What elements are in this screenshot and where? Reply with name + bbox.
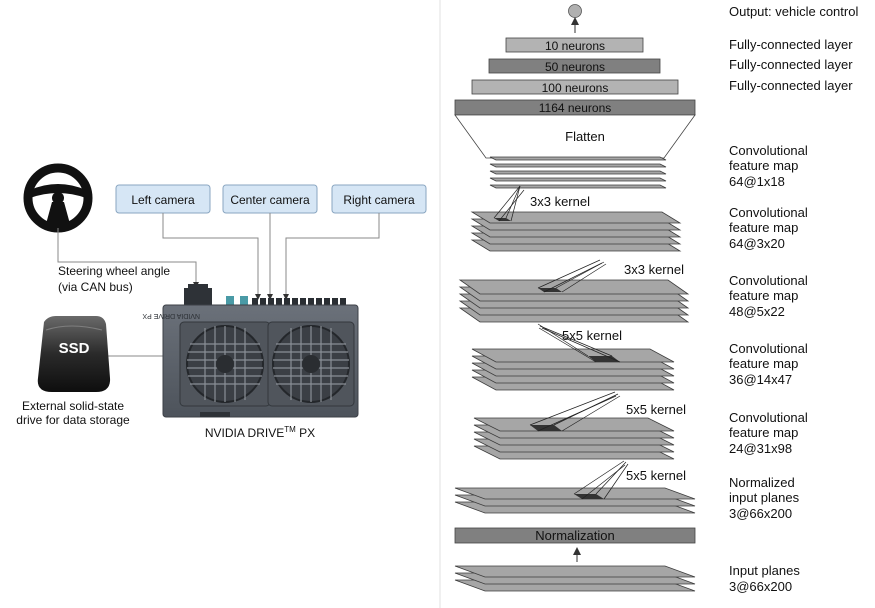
center-camera-label: Center camera xyxy=(230,193,310,207)
fc-description-2: Fully-connected layer xyxy=(729,57,853,72)
conv3-desc-line1: Convolutional xyxy=(729,273,808,288)
feature-map-24x31x98 xyxy=(473,417,675,460)
device-caption: NVIDIA DRIVETM PX xyxy=(205,425,315,440)
conv2-desc-line1: Convolutional xyxy=(729,205,808,220)
device-engraving: NVIDIA DRIVE PX xyxy=(142,312,200,319)
steering-wheel-icon xyxy=(23,163,93,233)
normalization-layer: Normalization xyxy=(454,527,696,544)
right-camera-box: Right camera xyxy=(331,184,427,214)
normalization-label: Normalization xyxy=(535,528,614,543)
kernel-label-1: 3x3 kernel xyxy=(530,194,590,209)
norm-input-desc-line2: input planes xyxy=(729,490,800,505)
connector-lines xyxy=(57,213,380,357)
conv1-desc-line2: feature map xyxy=(729,158,798,173)
ssd-label-line1: External solid-state xyxy=(22,399,124,413)
fan-right-icon xyxy=(267,321,355,407)
kernel-projection-4 xyxy=(529,391,621,432)
flatten-block xyxy=(454,114,696,159)
right-camera-label: Right camera xyxy=(343,193,415,207)
output-node xyxy=(568,4,582,18)
steering-label-line1: Steering wheel angle xyxy=(58,264,170,278)
feature-map-36x14x47 xyxy=(471,348,675,391)
feature-map-48x5x22 xyxy=(458,279,690,323)
norm-input-desc-line1: Normalized xyxy=(729,475,795,490)
fc-layer-10-label: 10 neurons xyxy=(545,39,605,53)
kernel-label-3: 5x5 kernel xyxy=(562,328,622,343)
conv2-desc-line3: 64@3x20 xyxy=(729,236,785,251)
camera-ports xyxy=(226,296,248,308)
conv4-desc-line1: Convolutional xyxy=(729,341,808,356)
output-label: Output: vehicle control xyxy=(729,4,858,19)
fc-layer-1164-label: 1164 neurons xyxy=(539,101,612,115)
left-camera-box: Left camera xyxy=(115,184,211,214)
input-planes xyxy=(454,565,696,592)
feature-map-64x3x20 xyxy=(470,211,682,252)
fc-layer-50: 50 neurons xyxy=(488,58,661,74)
kernel-label-5: 5x5 kernel xyxy=(626,468,686,483)
io-ports xyxy=(252,298,346,308)
conv1-desc-line3: 64@1x18 xyxy=(729,174,785,189)
fc-layer-10: 10 neurons xyxy=(505,37,644,53)
ssd-label-line2: drive for data storage xyxy=(16,413,130,427)
steering-label-line2: (via CAN bus) xyxy=(58,280,133,294)
cnn-architecture: 10 neurons 50 neurons 100 neurons 1164 n… xyxy=(454,4,858,594)
input-desc-line1: Input planes xyxy=(729,563,800,578)
fc-layer-100: 100 neurons xyxy=(471,79,679,95)
system-overview: Steering wheel angle (via CAN bus) Left … xyxy=(16,163,427,440)
conv5-desc-line2: feature map xyxy=(729,425,798,440)
fan-left-icon xyxy=(179,321,271,407)
conv1-desc-line1: Convolutional xyxy=(729,143,808,158)
ssd-drive-icon: SSD xyxy=(37,316,111,392)
conv3-desc-line2: feature map xyxy=(729,288,798,303)
conv2-desc-line2: feature map xyxy=(729,220,798,235)
conv4-desc-line2: feature map xyxy=(729,356,798,371)
conv5-desc-line3: 24@31x98 xyxy=(729,441,792,456)
ssd-badge-label: SSD xyxy=(59,340,90,357)
kernel-projection-2 xyxy=(537,259,607,293)
layer-descriptions: Output: vehicle control Fully-connected … xyxy=(729,4,858,594)
flatten-label: Flatten xyxy=(565,129,605,144)
kernel-projection-1 xyxy=(493,185,525,222)
can-connector xyxy=(184,288,212,306)
input-desc-line2: 3@66x200 xyxy=(729,579,792,594)
conv3-desc-line3: 48@5x22 xyxy=(729,304,785,319)
kernel-projection-5 xyxy=(573,460,629,500)
fc-layer-100-label: 100 neurons xyxy=(542,81,609,95)
center-camera-box: Center camera xyxy=(222,184,318,214)
fc-description-1: Fully-connected layer xyxy=(729,37,853,52)
kernel-label-2: 3x3 kernel xyxy=(624,262,684,277)
fc-description-3: Fully-connected layer xyxy=(729,78,853,93)
kernel-label-4: 5x5 kernel xyxy=(626,402,686,417)
fc-layer-50-label: 50 neurons xyxy=(545,60,605,74)
kernel-projection-3 xyxy=(537,323,621,363)
left-camera-label: Left camera xyxy=(131,193,195,207)
fc-layer-1164: 1164 neurons xyxy=(454,99,696,116)
conv4-desc-line3: 36@14x47 xyxy=(729,372,792,387)
norm-input-desc-line3: 3@66x200 xyxy=(729,506,792,521)
conv5-desc-line1: Convolutional xyxy=(729,410,808,425)
normalized-input-planes xyxy=(454,487,696,514)
feature-map-64x1x18 xyxy=(489,156,667,189)
drive-px-device: NVIDIA DRIVE PX xyxy=(142,284,359,418)
